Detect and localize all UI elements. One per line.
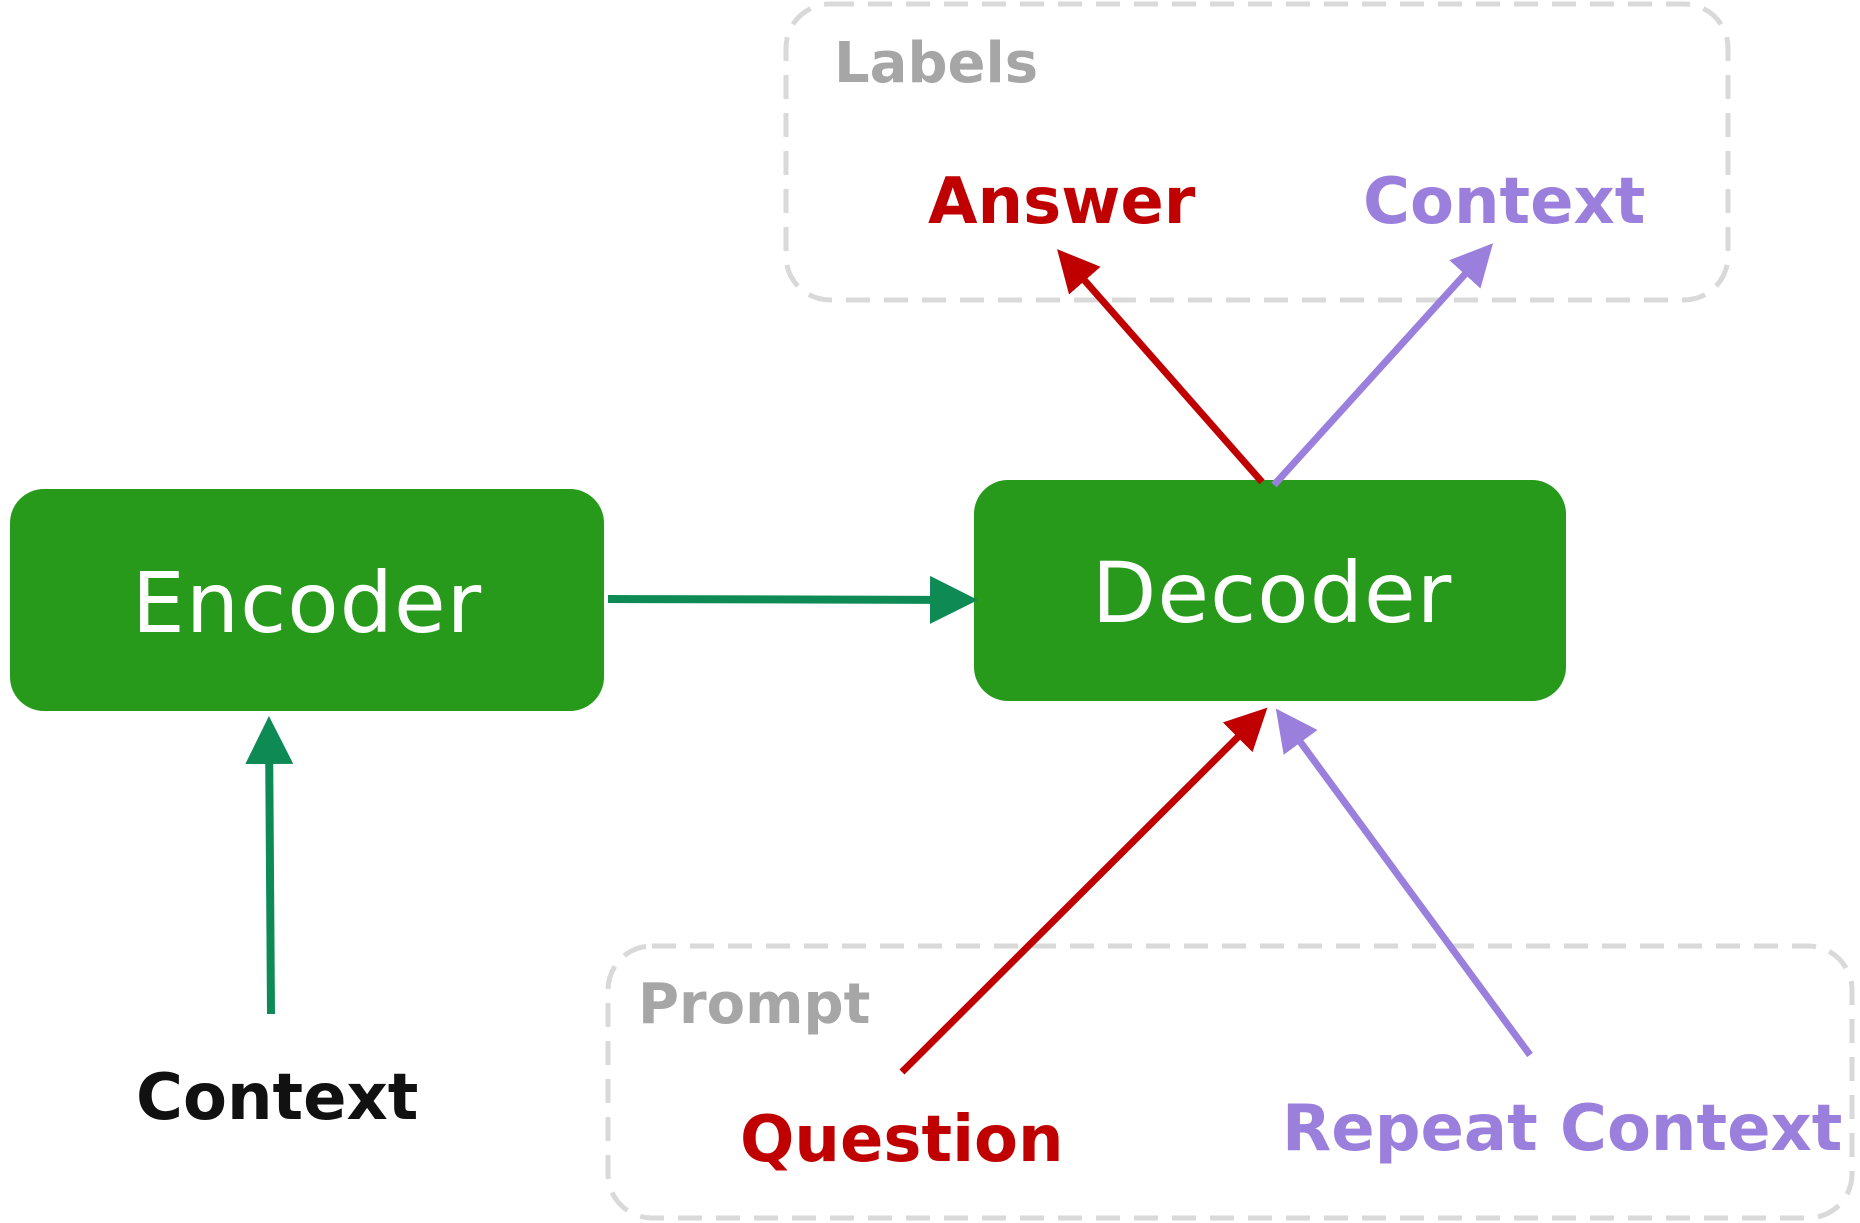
answer-label: Answer — [928, 165, 1196, 239]
question-to-decoder-arrow — [899, 707, 1268, 1075]
encoder-to-decoder-arrow — [607, 575, 978, 624]
label-context-label: Context — [1363, 165, 1645, 239]
labels-group-outline — [783, 1, 1731, 303]
prompt-group-title: Prompt — [638, 972, 870, 1037]
decoder-label: Decoder — [1092, 544, 1452, 642]
labels-group-title: Labels — [834, 31, 1038, 96]
encoder-block: Encoder — [10, 489, 604, 711]
encoder-context-label: Context — [136, 1061, 418, 1135]
decoder-to-answer-arrow — [1057, 249, 1265, 485]
decoder-to-context-label-arrow — [1271, 243, 1494, 488]
prompt-group: Prompt — [605, 943, 1855, 1221]
repeat-context-label: Repeat Context — [1282, 1092, 1842, 1166]
encoder-box — [10, 489, 604, 711]
decoder-box — [974, 480, 1566, 701]
context-to-encoder-arrow — [245, 716, 294, 1015]
repeat-context-to-decoder-arrow — [1275, 708, 1533, 1058]
labels-group: Labels — [783, 1, 1731, 303]
question-label: Question — [740, 1103, 1064, 1177]
prompt-group-outline — [605, 943, 1855, 1221]
decoder-block: Decoder — [974, 480, 1566, 701]
encoder-label: Encoder — [132, 554, 482, 652]
